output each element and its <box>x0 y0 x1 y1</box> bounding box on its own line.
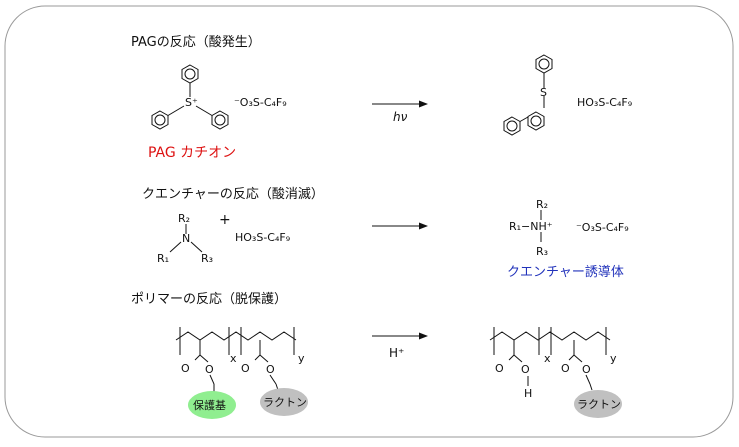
reactant-o4: O <box>266 363 275 376</box>
reactant-o3: O <box>241 362 250 375</box>
reactant-lactone-label: ラクトン <box>263 396 307 409</box>
polymer-title: ポリマーの反応（脱保護） <box>131 291 287 307</box>
quencher-plus: + <box>219 212 231 228</box>
quencher-product-caption: クエンチャー誘導体 <box>507 265 624 280</box>
amine-r1: R₁ <box>157 252 169 265</box>
sulfide-atom: S <box>540 86 547 99</box>
sulfonium-atom: S⁺ <box>185 96 198 109</box>
quencher-title: クエンチャーの反応（酸消滅） <box>142 187 324 202</box>
quencher-acid: HO₃S-C₄F₉ <box>235 231 290 244</box>
product-nh: R₁−NH⁺ <box>509 220 553 233</box>
polymer-arrow-label: H⁺ <box>389 346 404 360</box>
reactant-o2: O <box>205 363 214 376</box>
product-o2: O <box>521 363 530 376</box>
product-r3: R₃ <box>536 245 548 258</box>
product-x: x <box>544 352 551 365</box>
amine-n: N <box>182 232 190 245</box>
pag-arrow-label: hν <box>393 110 408 124</box>
pag-title: PAGの反応（酸発生） <box>131 35 261 50</box>
product-o4: O <box>582 363 591 376</box>
protect-group-label: 保護基 <box>193 398 226 412</box>
quencher-product-anion: ⁻O₃S-C₄F₉ <box>576 221 629 234</box>
reactant-lactone-badge <box>260 388 308 416</box>
amine-r2: R₂ <box>178 212 190 225</box>
product-polymer-structure <box>489 327 611 391</box>
amine-r3: R₃ <box>201 252 213 265</box>
pag-cation-structure <box>151 64 229 130</box>
pag-cation-caption: PAG カチオン <box>148 145 236 161</box>
product-lactone-label: ラクトン <box>577 398 621 411</box>
product-o3: O <box>561 362 570 375</box>
pag-product-acid: HO₃S-C₄F₉ <box>577 96 632 109</box>
pag-anion: ⁻O₃S-C₄F₉ <box>234 96 287 109</box>
quencher-amine-structure <box>169 224 203 253</box>
product-r2: R₂ <box>536 198 548 211</box>
pag-product-structure <box>503 54 553 136</box>
reactant-o1: O <box>181 362 190 375</box>
protect-group-badge <box>188 391 236 419</box>
reactant-y: y <box>298 352 305 365</box>
product-y: y <box>610 352 617 365</box>
reactant-x: x <box>230 352 237 365</box>
product-o1: O <box>495 362 504 375</box>
product-lactone-badge <box>574 390 622 418</box>
product-h: H <box>524 387 532 400</box>
